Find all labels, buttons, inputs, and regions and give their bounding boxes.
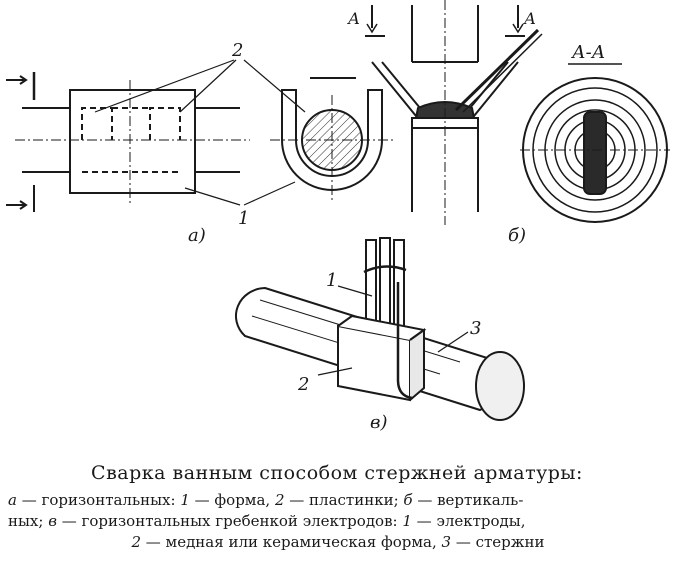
label-1-panel-c: 1 [326,270,337,291]
welding-diagram: 2 1 а) А А б) А-А [6,0,670,433]
label-2-panel-a: 2 [231,40,243,61]
caption-line-1: а — горизонтальных: 1 — форма, 2 — пласт… [8,490,668,511]
label-panel-b: б) [508,225,526,246]
caption-a-letter: а [8,491,17,509]
panel-a-leaders [94,59,306,206]
label-section-a-a: А-А [570,42,605,63]
caption-line3-num-2: 2 [131,533,141,551]
section-a-a-view [520,77,670,223]
caption-line2-start: ных; [8,512,49,530]
caption-title: Сварка ванным способом стержней арматуры… [91,462,583,484]
label-1-panel-a: 1 [238,208,249,229]
caption-line-2: ных; в — горизонтальных гребенкой электр… [8,511,668,532]
caption-line-3: 2 — медная или керамическая форма, 3 — с… [8,532,668,553]
label-3-panel-c: 3 [470,318,481,339]
caption-b-text: — вертикаль- [412,491,524,509]
caption-text-2: — пластинки; [284,491,404,509]
label-2-panel-c: 2 [297,374,309,395]
panel-b-vertical [365,0,543,225]
caption-body: а — горизонтальных: 1 — форма, 2 — пласт… [8,490,668,553]
panel-a-side-view [6,72,250,212]
panel-c-horizontal-comb [235,237,525,421]
caption-b-letter: б [403,491,413,509]
label-panel-a: а) [188,225,206,246]
panel-c-leaders [317,285,469,376]
caption-line3-num-3: 3 [441,533,452,551]
caption-line2-text-1: — электроды, [411,512,526,530]
caption-line3-text-3: — стержни [451,533,545,551]
panel-a-cross-section [270,77,395,200]
caption-text-1: — форма, [189,491,275,509]
caption-line3-text-2: — медная или керамическая форма, [140,533,442,551]
caption-c-letter: в [48,512,57,530]
label-panel-c: в) [370,412,388,433]
caption-a-text: — горизонтальных: [16,491,181,509]
caption-line2-num-1: 1 [402,512,412,530]
caption-c-text: — горизонтальных гребенкой электродов: [56,512,403,530]
label-cut-a-left: А [347,9,360,28]
caption-num-1: 1 [180,491,190,509]
label-cut-a-right: А [523,9,536,28]
caption-num-2: 2 [274,491,285,509]
